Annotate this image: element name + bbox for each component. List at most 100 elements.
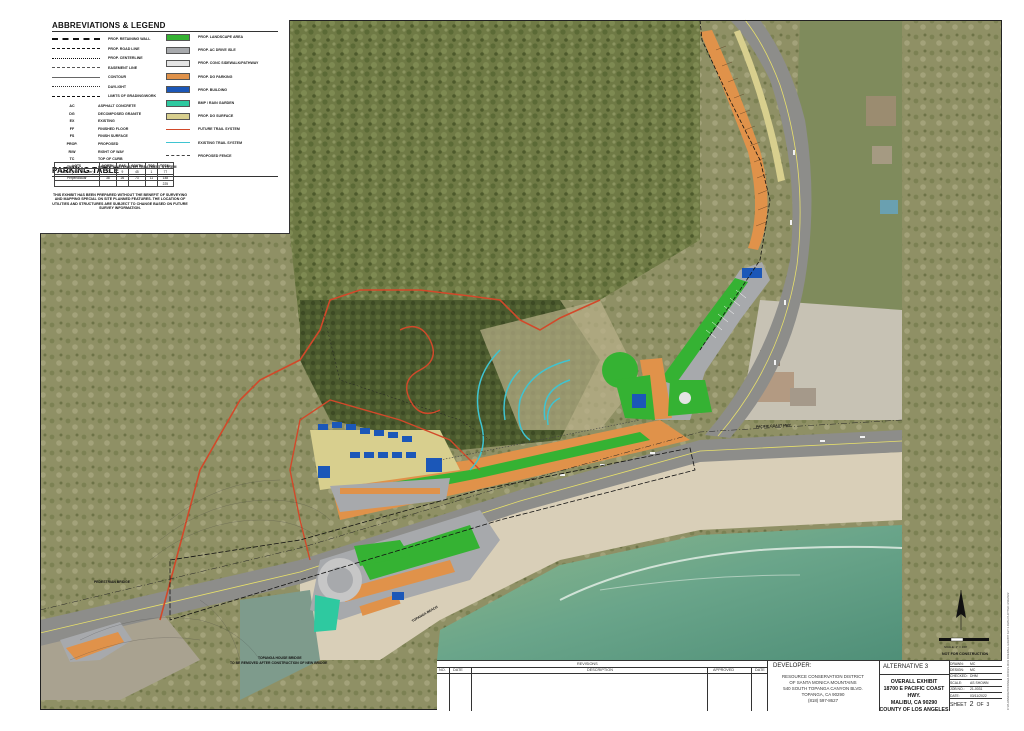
legend-swatch-row: PROP. DG PARKING (166, 72, 232, 82)
rev-col-date-2: DATE (755, 668, 765, 672)
survey-disclaimer: THIS EXHIBIT HAS BEEN PREPARED WITHOUT T… (52, 193, 188, 211)
metadata-label: CHECKED: (950, 674, 968, 679)
metadata-row: DESIGN:MC (949, 667, 1002, 674)
legend-swatch-label: PROPOSED FENCE (198, 153, 232, 158)
ne-building (632, 394, 646, 408)
legend-swatch-row: PROP. BUILDING (166, 85, 227, 95)
legend-swatch-row: BMP / RAIN GARDEN (166, 98, 234, 108)
legend-swatch (166, 33, 190, 41)
north-arrow-icon (956, 590, 966, 630)
legend-abbreviation-label: RIGHT OF WAY (98, 149, 125, 154)
legend-title: ABBREVIATIONS & LEGEND (52, 21, 166, 30)
legend-abbreviation: FF (69, 126, 75, 131)
limits-of-work-south (169, 447, 696, 621)
legend-abbreviation-label: EXISTING (98, 119, 115, 124)
legend-line-row: PROP. ROAD LINE (52, 44, 139, 54)
existing-trail-5 (546, 397, 561, 426)
contour-lines (69, 479, 331, 661)
legend-line-sample (52, 48, 100, 49)
project-line: MALIBU, CA 90290 (890, 700, 938, 707)
legend-line-sample (52, 38, 100, 40)
road-centerline (39, 419, 903, 611)
legend-abbreviation-label: PROPOSED (98, 142, 119, 146)
metadata-row: JOB NO.:21-0031 (949, 687, 1002, 693)
bridge-note-2: TO BE REMOVED AFTER CONSTRUCTION OF NEW … (230, 661, 328, 665)
legend-swatch-label: FUTURE TRAIL SYSTEM (198, 127, 240, 132)
parking-cell (116, 180, 129, 187)
bmp-rain-garden (314, 595, 340, 632)
metadata-row: SCALE:AS SHOWN (949, 680, 1002, 687)
legend-line-sample (52, 76, 100, 78)
legend-swatch-label: PROP. DG PARKING (198, 74, 233, 79)
scale-text: SCALE: 1" = 160' (944, 645, 968, 649)
developer-line: TOPANGA, CA 90290 (801, 691, 845, 697)
ne-plaza-circle (679, 392, 691, 404)
ne-landscape-strip (660, 278, 748, 385)
parking-cell (54, 180, 100, 187)
legend-swatch-label: PROP. LANDSCAPE AREA (198, 35, 244, 39)
metadata-label: SCALE: (950, 680, 963, 685)
legend-swatch-label: PROP. CONC SIDEWALK/PATHWAY (198, 61, 259, 66)
legend-swatch (166, 86, 190, 94)
legend-abbreviation: R/W (68, 149, 76, 154)
sheet-total: 3 (986, 702, 990, 708)
rev-col-approved: APPROVED (713, 668, 735, 672)
north-dg-parking (700, 30, 768, 250)
existing-trail-4 (543, 379, 571, 421)
metadata-label: DATE: (950, 693, 960, 698)
revisions-header: REVISIONS (577, 662, 598, 666)
metadata-value: 21-0031 (970, 687, 983, 692)
metadata-value: 03/11/2022 (970, 693, 987, 698)
sheet-value: 2 (969, 701, 974, 708)
legend-swatch-label: BMP / RAIN GARDEN (198, 101, 235, 105)
proposed-fence (439, 419, 641, 461)
sheet-of: OF (976, 702, 984, 708)
legend-abbreviation: AC (69, 104, 75, 108)
parking-cell (98, 180, 118, 187)
legend-line-label: PROP. CENTERLINE (108, 56, 143, 60)
legend-abbreviation: TC (69, 157, 75, 162)
legend-abbreviation-label: FINISHED FLOOR (98, 126, 129, 131)
legend-line-row: CONTOUR (52, 72, 126, 82)
legend-swatch-row: PROPOSED FENCE (166, 151, 232, 161)
parking-cell (127, 180, 147, 187)
south-dg-parking (340, 560, 455, 602)
legend-abbreviation: DG (69, 111, 75, 116)
rev-col-description: DESCRIPTION (587, 668, 613, 672)
metadata-value: MC (970, 661, 976, 666)
legend-line-row: PROP. RETAINING WALL (52, 34, 150, 44)
legend-swatch-label: PROP. AC DRIVE ISLE (198, 48, 236, 53)
west-hills (40, 234, 300, 440)
traffic (560, 150, 865, 476)
existing-trail-1 (469, 349, 501, 471)
legend-line-row: EASEMENT LINE (52, 63, 137, 73)
legend-swatch-label: PROP. DG SURFACE (198, 114, 234, 119)
alternative-label: ALTERNATIVE 3 (883, 664, 929, 670)
upper-dg-surface (310, 430, 460, 490)
future-trail-switchback (399, 326, 441, 414)
legend-swatch (166, 46, 190, 54)
developer-label: DEVELOPER: (773, 663, 812, 669)
legend-abbreviation-label: TOP OF CURB (98, 157, 123, 162)
future-trail-loop (289, 399, 481, 561)
legend-line-sample (52, 86, 100, 87)
legend-line-label: PROP. ROAD LINE (108, 46, 140, 51)
legend-abbreviation-row: FF FINISHED FLOOR (52, 124, 129, 134)
metadata-row: DATE: 03/11/2022 (949, 693, 1002, 700)
legend-line-row: LIMITS OF GRADING/WORK (52, 91, 156, 101)
legend-abbreviation-row: PROP.PROPOSED (52, 139, 119, 149)
parking-cell (145, 180, 158, 187)
legend-abbreviation: EX (69, 119, 75, 124)
metadata-value: MC (970, 668, 976, 673)
project-line: COUNTY OF LOS ANGELES (879, 707, 949, 714)
title-block: REVISIONS NO. DATE DESCRIPTION APPROVED … (437, 660, 1002, 713)
beach-sand (300, 452, 902, 660)
legend-line-label: CONTOUR (108, 75, 127, 79)
rev-col-date: DATE (453, 668, 463, 672)
legend-line-row: PROP. CENTERLINE (52, 53, 143, 63)
